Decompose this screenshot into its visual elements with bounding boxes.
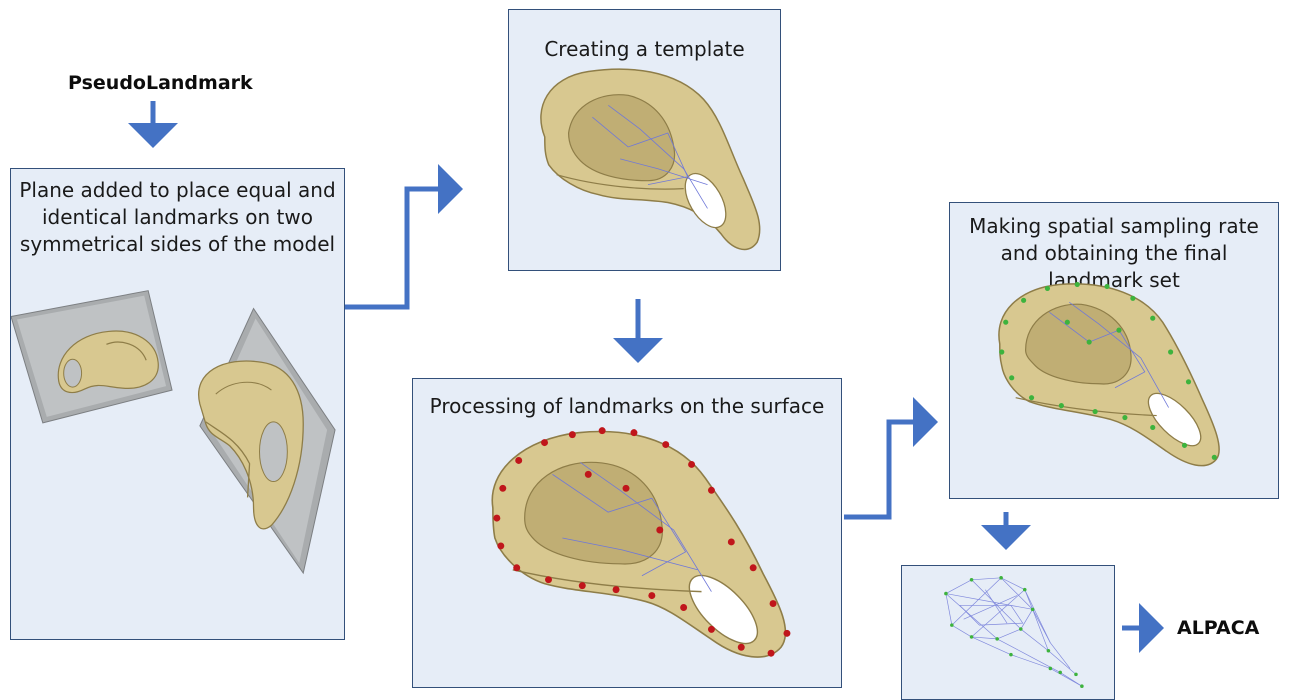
template-skull-illustration (509, 10, 780, 270)
step-sampling-box: Making spatial sampling rate and obtaini… (949, 202, 1279, 499)
start-label: PseudoLandmark (68, 72, 253, 94)
plane-skull-illustration (11, 169, 344, 639)
arrow-plane-to-template (343, 189, 453, 307)
step-processing-box: Processing of landmarks on the surface (412, 378, 842, 688)
step-plane-box: Plane added to place equal and identical… (10, 168, 345, 640)
step-template-box: Creating a template (508, 9, 781, 271)
end-label: ALPACA (1177, 617, 1259, 639)
processing-skull-illustration (413, 379, 841, 687)
landmark-mesh-box (901, 565, 1115, 700)
sampling-skull-illustration (950, 203, 1278, 498)
landmark-mesh-illustration (902, 566, 1114, 699)
arrow-processing-to-sampling (844, 422, 928, 517)
